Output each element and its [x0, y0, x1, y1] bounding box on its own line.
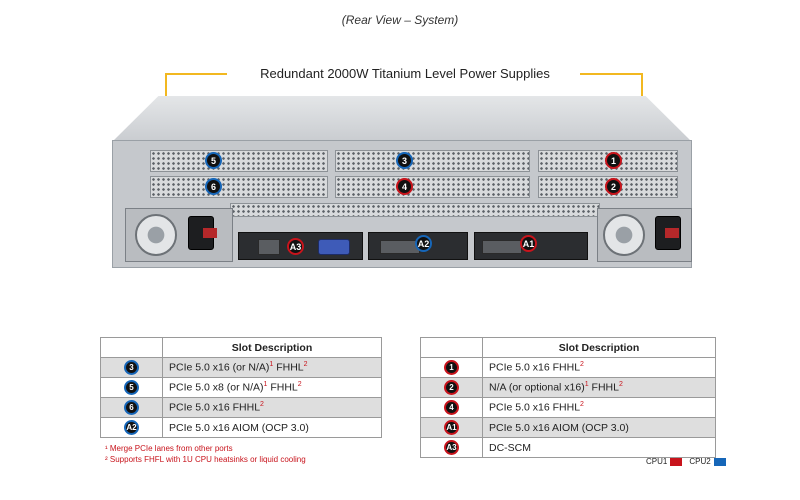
aiom-a1-ports	[482, 240, 522, 254]
legend-cpu2-swatch	[713, 457, 726, 466]
slot-table-left: Slot Description 3 PCIe 5.0 x16 (or N/A)…	[100, 337, 382, 438]
slot-badge-a1: A1	[520, 235, 537, 252]
slot-badge-5: 5	[205, 152, 222, 169]
left-table-header: Slot Description	[162, 337, 382, 358]
psu-left-handle	[203, 228, 217, 238]
callout-line-left-h	[165, 73, 227, 75]
right-table-header: Slot Description	[482, 337, 716, 358]
table-row: 1 PCIe 5.0 x16 FHHL2	[420, 357, 716, 378]
slot-badge-a3: A3	[287, 238, 304, 255]
row-badge: A1	[444, 420, 459, 435]
pcie-slot-3	[335, 150, 530, 172]
slot-badge-1: 1	[605, 152, 622, 169]
row-badge: 6	[124, 400, 139, 415]
row-badge: 4	[444, 400, 459, 415]
slot-badge-6: 6	[205, 178, 222, 195]
legend-cpu2-label: CPU2	[689, 457, 711, 466]
slot-badge-3: 3	[396, 152, 413, 169]
slot-table-right: Slot Description 1 PCIe 5.0 x16 FHHL2 2 …	[420, 337, 716, 458]
table-row: 5 PCIe 5.0 x8 (or N/A)1 FHHL2	[100, 377, 382, 398]
legend-cpu1-label: CPU1	[646, 457, 668, 466]
row-badge: A2	[124, 420, 139, 435]
psu-title: Redundant 2000W Titanium Level Power Sup…	[260, 66, 550, 81]
aiom-a2-ports	[380, 240, 420, 254]
figure-caption: (Rear View – System)	[341, 13, 459, 27]
psu-right-fan	[603, 214, 645, 256]
pcie-slot-4	[335, 176, 530, 198]
left-table-blank-header	[100, 337, 163, 358]
vent-strip	[230, 203, 600, 217]
row-badge: 2	[444, 380, 459, 395]
table-row: 3 PCIe 5.0 x16 (or N/A)1 FHHL2	[100, 357, 382, 378]
cpu-legend: CPU1 CPU2	[646, 457, 726, 466]
row-badge: 3	[124, 360, 139, 375]
row-badge: A3	[444, 440, 459, 455]
chassis-top	[112, 96, 692, 142]
slot-badge-2: 2	[605, 178, 622, 195]
right-table-blank-header	[420, 337, 483, 358]
row-badge: 1	[444, 360, 459, 375]
ethernet-port	[258, 239, 280, 255]
slot-badge-4: 4	[396, 178, 413, 195]
psu-right-handle	[665, 228, 679, 238]
pcie-slot-6	[150, 176, 328, 198]
callout-line-right-h	[580, 73, 643, 75]
table-row: 6 PCIe 5.0 x16 FHHL2	[100, 397, 382, 418]
table-row: A2 PCIe 5.0 x16 AIOM (OCP 3.0)	[100, 417, 382, 438]
footnotes: ¹ Merge PCIe lanes from other ports ² Su…	[105, 443, 306, 465]
footnote-1: ¹ Merge PCIe lanes from other ports	[105, 444, 233, 453]
psu-left-fan	[135, 214, 177, 256]
table-row: 2 N/A (or optional x16)1 FHHL2	[420, 377, 716, 398]
legend-cpu1-swatch	[670, 457, 683, 466]
slot-badge-a2: A2	[415, 235, 432, 252]
pcie-slot-5	[150, 150, 328, 172]
table-row: A3 DC-SCM	[420, 437, 716, 458]
footnote-2: ² Supports FHFL with 1U CPU heatsinks or…	[105, 455, 306, 464]
table-row: 4 PCIe 5.0 x16 FHHL2	[420, 397, 716, 418]
vga-port	[318, 239, 350, 255]
row-badge: 5	[124, 380, 139, 395]
table-row: A1 PCIe 5.0 x16 AIOM (OCP 3.0)	[420, 417, 716, 438]
